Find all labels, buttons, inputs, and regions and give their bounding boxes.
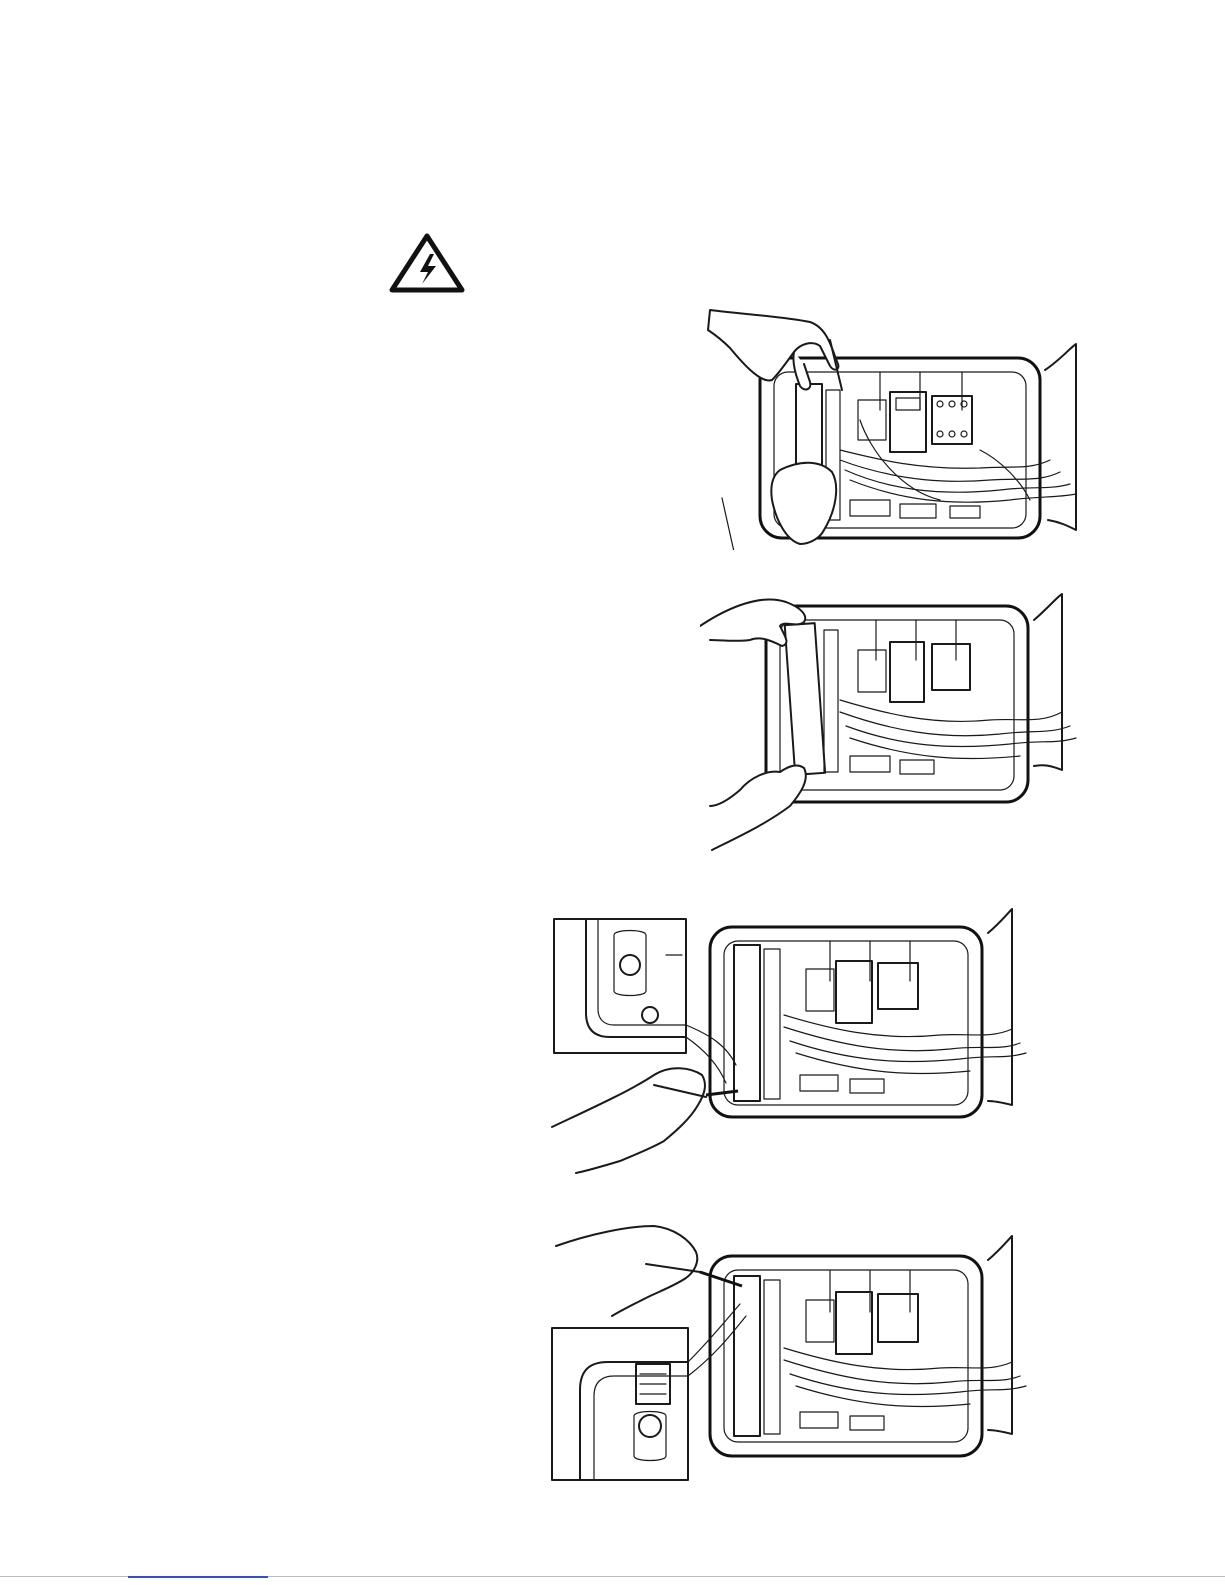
high-voltage-warning-icon [388, 232, 466, 294]
figure-4-enclosure-illustration [550, 1220, 1060, 1485]
footer-link-underline[interactable] [128, 1576, 268, 1578]
figure-3-enclosure-illustration [550, 905, 1060, 1180]
figure-2-enclosure-illustration [700, 580, 1080, 855]
figure-1-enclosure-illustration [700, 300, 1080, 550]
